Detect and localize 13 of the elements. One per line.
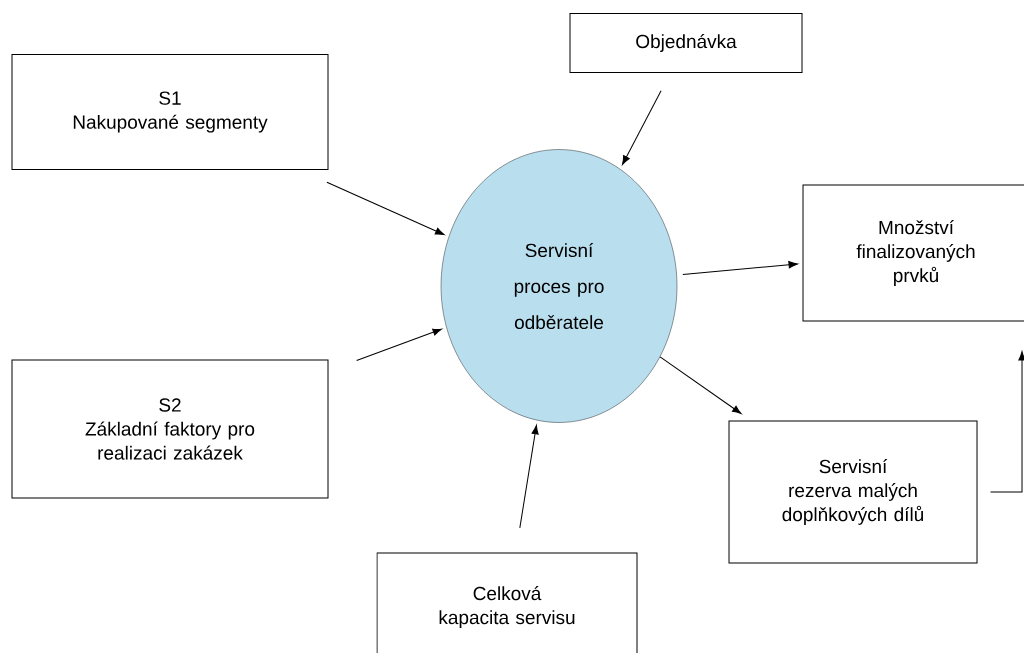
arrow xyxy=(622,90,662,165)
arrow xyxy=(356,328,443,361)
process-box: S1 Nakupované segmenty xyxy=(11,54,329,170)
arrow xyxy=(990,351,1024,493)
process-box: Celková kapacita servisu xyxy=(376,552,638,653)
process-box: Servisní rezerva malých doplňkových dílů xyxy=(728,420,978,564)
arrow xyxy=(659,356,742,415)
process-box: S2 Základní faktory pro realizaci zakázek xyxy=(11,359,329,499)
arrow xyxy=(519,424,539,529)
arrow xyxy=(326,181,445,236)
process-box: Množství finalizovaných prvků xyxy=(802,184,1024,322)
arrow xyxy=(682,261,798,276)
process-box: Objednávka xyxy=(569,13,803,73)
